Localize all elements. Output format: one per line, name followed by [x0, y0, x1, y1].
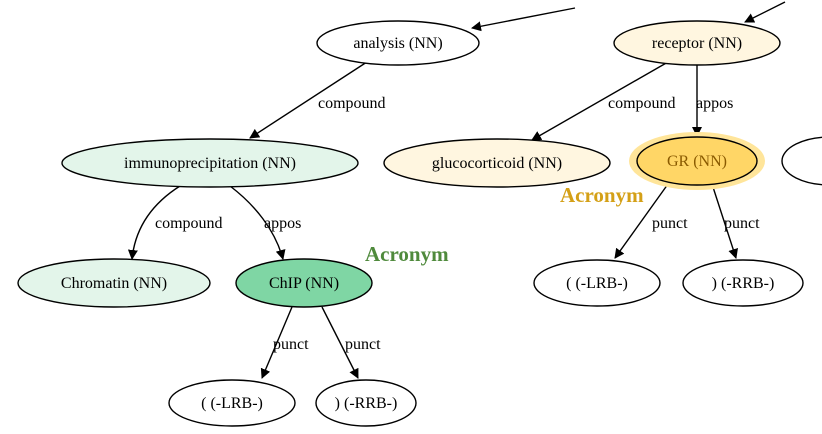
edge-label-punct: punct [273, 336, 309, 353]
edge-label-appos: appos [696, 95, 733, 112]
edge-chip-rrb [321, 306, 359, 379]
node-label: ( (-LRB-) [566, 275, 628, 292]
node-label: analysis (NN) [353, 35, 442, 52]
node-chip: ChIP (NN) [235, 258, 373, 308]
acronym-annotation: Acronym [560, 183, 644, 207]
edge-incoming-receptor [744, 1, 786, 23]
acronym-annotation: Acronym [365, 242, 449, 266]
edge-receptor-glucocorticoid [531, 61, 669, 141]
node-label: glucocorticoid (NN) [432, 155, 562, 172]
edge-immunoprecipitation-chromatin [127, 185, 181, 260]
node-lrb-left: ( (-LRB-) [168, 379, 296, 427]
edge-label-compound: compound [608, 95, 676, 112]
node-label: ) (-RRB-) [335, 395, 398, 412]
node-label: ( (-LRB-) [201, 395, 263, 412]
edge-label-compound: compound [318, 95, 386, 112]
edge-analysis-immunoprecipitation [249, 59, 371, 139]
node-label: ChIP (NN) [269, 275, 339, 292]
node-lrb-right: ( (-LRB-) [533, 259, 661, 307]
node-chromatin: Chromatin (NN) [17, 258, 211, 308]
node-label: immunoprecipitation (NN) [124, 155, 296, 172]
node-partial-offscreen [781, 136, 822, 186]
node-receptor: receptor (NN) [613, 20, 781, 66]
edge-incoming-analysis [471, 7, 576, 32]
node-gr: GR (NN) [629, 132, 765, 190]
edge-gr-rrb [711, 183, 738, 259]
node-glucocorticoid: glucocorticoid (NN) [383, 138, 611, 188]
node-analysis: analysis (NN) [316, 20, 480, 66]
edge-label-punct: punct [345, 336, 381, 353]
edge-chip-lrb [260, 306, 293, 379]
edge-label-punct: punct [724, 215, 760, 232]
edge-immunoprecipitation-chip [229, 185, 286, 260]
node-rrb-right: ) (-RRB-) [682, 259, 804, 307]
node-label: ) (-RRB-) [712, 275, 775, 292]
edge-gr-lrb [614, 183, 669, 259]
node-label: Chromatin (NN) [61, 275, 167, 292]
node-label: GR (NN) [667, 153, 727, 170]
edge-label-punct: punct [652, 215, 688, 232]
edge-label-compound: compound [155, 215, 223, 232]
node-label: receptor (NN) [652, 35, 742, 52]
node-immunoprecipitation: immunoprecipitation (NN) [61, 138, 359, 188]
edge-label-appos: appos [264, 215, 301, 232]
node-rrb-left: ) (-RRB-) [315, 379, 417, 427]
